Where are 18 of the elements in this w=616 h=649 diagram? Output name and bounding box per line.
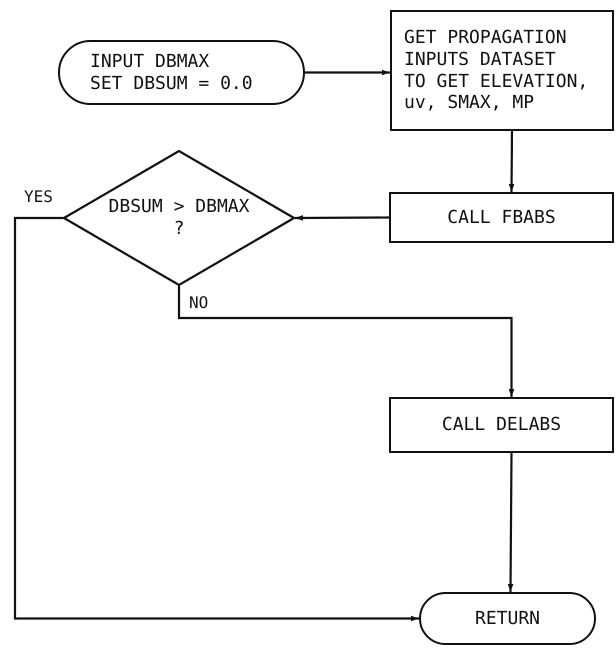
node-text: CALL FBABS — [446, 206, 557, 228]
terminal-shape — [58, 40, 305, 105]
node-text: DBSUM > DBMAX ? — [108, 196, 250, 240]
flow-arrow — [305, 70, 390, 76]
node-text: GET PROPAGATION INPUTS DATASET TO GET ELEVATION, uv, SMAX, MP — [404, 26, 590, 114]
node-text: CALL DELABS — [440, 414, 562, 436]
terminal-shape — [419, 592, 596, 645]
process-box — [389, 397, 614, 453]
flow-arrow — [295, 215, 389, 221]
flow-arrow — [14, 216, 419, 622]
flow-arrow — [178, 286, 514, 397]
process-box — [389, 192, 614, 243]
node-text: INPUT DBMAX SET DBSUM = 0.0 — [90, 50, 254, 94]
decision-diamond — [63, 150, 295, 286]
flow-arrow — [508, 131, 514, 192]
node-text: RETURN — [474, 608, 542, 630]
flow-arrow — [508, 453, 514, 592]
process-box — [390, 10, 614, 131]
